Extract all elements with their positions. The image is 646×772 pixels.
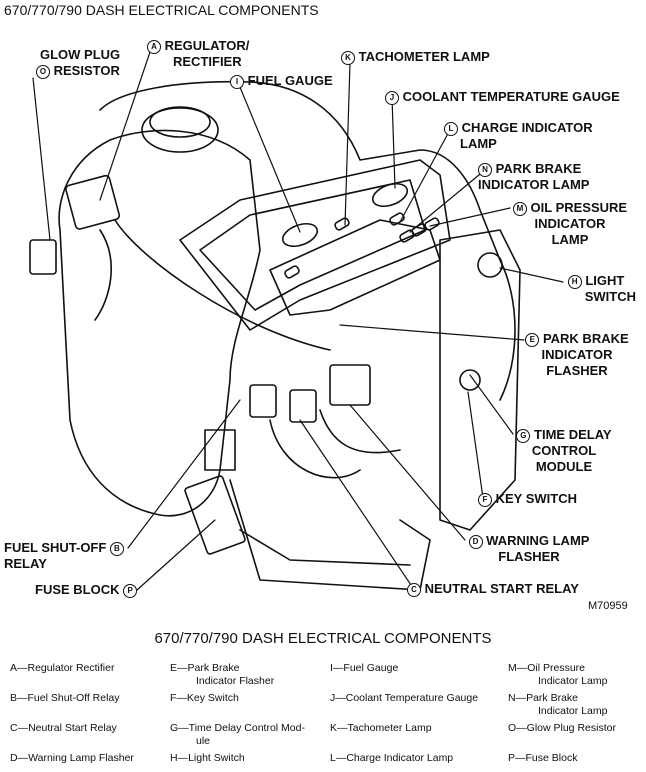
legend-item: H—Light Switch <box>170 752 245 764</box>
diagram-caption: 670/770/790 DASH ELECTRICAL COMPONENTS <box>154 630 492 647</box>
callout-letter-k: K <box>341 50 355 65</box>
bracket <box>204 429 236 471</box>
callout-letter-d: D <box>468 534 483 549</box>
light-switch-shape <box>477 252 503 278</box>
legend-item: F—Key Switch <box>170 692 239 704</box>
fuse-block-shape <box>184 475 246 555</box>
callout-letter-n: N <box>478 162 492 177</box>
figure-id: M70959 <box>588 600 628 612</box>
callout-letter-o: O <box>36 64 50 79</box>
dash-panel <box>179 159 451 331</box>
callout-park-brake-indicator-flasher: E PARK BRAKE INDICATOR FLASHER <box>517 331 637 379</box>
glow-plug-resistor-shape <box>29 239 57 275</box>
callout-letter-i: I <box>230 74 244 89</box>
callout-glow-plug-resistor: GLOW PLUG O RESISTOR <box>36 47 120 79</box>
legend-item: A—Regulator Rectifier <box>10 662 115 674</box>
regulator-box <box>65 174 121 230</box>
callout-letter-b: B <box>109 541 124 556</box>
callout-letter-f: F <box>478 492 492 507</box>
legend-item: L—Charge Indicator Lamp <box>330 752 454 764</box>
fuel-tank <box>58 129 261 517</box>
legend-item: J—Coolant Temperature Gauge <box>330 692 479 704</box>
callout-key-switch: F KEY SWITCH <box>478 491 577 507</box>
legend-item: C—Neutral Start Relay <box>10 722 117 734</box>
callout-time-delay-control-module: G TIME DELAY CONTROL MODULE <box>508 427 620 475</box>
callout-letter-h: H <box>567 274 582 289</box>
callout-fuel-gauge: I FUEL GAUGE <box>230 73 333 89</box>
callout-letter-c: C <box>407 582 421 597</box>
callout-charge-indicator-lamp: L CHARGE INDICATOR LAMP <box>444 120 593 152</box>
relay-shape-2 <box>249 384 277 418</box>
legend-item: B—Fuel Shut-Off Relay <box>10 692 120 704</box>
flasher-shape <box>329 364 371 406</box>
callout-letter-p: P <box>123 583 138 598</box>
callout-letter-j: J <box>385 90 399 105</box>
callout-letter-e: E <box>525 332 540 347</box>
legend-item: I—Fuel Gauge <box>330 662 399 674</box>
callout-fuel-shut-off-relay: FUEL SHUT-OFF B RELAY <box>4 540 124 572</box>
legend-item: K—Tachometer Lamp <box>330 722 432 734</box>
side-panel <box>439 229 521 531</box>
callout-oil-pressure-indicator-lamp: M OIL PRESSURE INDICATOR LAMP <box>500 200 640 248</box>
callout-warning-lamp-flasher: D WARNING LAMP FLASHER <box>459 533 599 565</box>
callout-park-brake-indicator-lamp: N PARK BRAKE INDICATOR LAMP <box>478 161 590 192</box>
callout-neutral-start-relay: C NEUTRAL START RELAY <box>407 581 579 597</box>
callout-letter-g: G <box>516 428 531 443</box>
legend-item: D—Warning Lamp Flasher <box>10 752 134 764</box>
hood-outline <box>99 80 516 401</box>
coolant-gauge-shape <box>371 182 409 208</box>
callout-tachometer-lamp: K TACHOMETER LAMP <box>341 49 490 65</box>
callout-letter-a: A <box>147 39 161 54</box>
callout-letter-m: M <box>512 201 527 216</box>
floor-frame <box>229 479 431 591</box>
leader-lines <box>32 51 564 591</box>
legend-item: G—Time Delay Control Mod-ule <box>170 722 305 747</box>
legend-item: P—Fuse Block <box>508 752 578 764</box>
callout-coolant-temperature-gauge: J COOLANT TEMPERATURE GAUGE <box>385 89 620 105</box>
key-switch-shape <box>459 369 481 391</box>
tank-cap <box>141 107 219 153</box>
fuel-gauge-shape <box>281 222 319 248</box>
dash-illustration <box>29 51 564 591</box>
wiring-harness <box>94 219 401 479</box>
legend-item: O—Glow Plug Resistor <box>508 722 616 734</box>
callout-regulator-rectifier: A REGULATOR/ RECTIFIER <box>147 38 249 70</box>
callout-fuse-block: FUSE BLOCK P <box>35 582 138 598</box>
relay-shape-1 <box>289 389 317 423</box>
callout-light-switch: H LIGHT SWITCH <box>556 273 636 305</box>
callout-letter-l: L <box>444 121 458 136</box>
diagram-header: 670/770/790 DASH ELECTRICAL COMPONENTS <box>4 2 319 18</box>
